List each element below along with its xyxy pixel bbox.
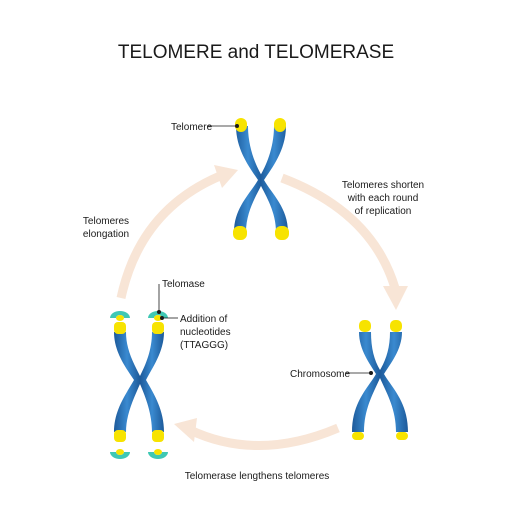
label-elongation-line: Telomeres — [83, 216, 129, 227]
label-shorten-line: with each round — [347, 193, 419, 204]
arrow-lengthen — [174, 418, 340, 450]
label-elongation-line: elongation — [83, 229, 129, 240]
telomerase-enzyme — [148, 311, 168, 321]
chromatid-left — [114, 322, 140, 442]
telomere-cap — [390, 320, 402, 332]
label-shorten: Telomeres shorten with each round of rep… — [342, 180, 424, 217]
arrow-shorten — [280, 173, 408, 310]
diagram-title: TELOMERE and TELOMERASE — [118, 42, 394, 63]
telomerase-enzyme — [148, 449, 168, 459]
label-addition: Addition of nucleotides (TTAGGG) — [180, 314, 231, 351]
label-shorten-line: Telomeres shorten — [342, 180, 424, 191]
telomere-cap — [114, 322, 126, 334]
chromosome-right — [352, 320, 408, 440]
chromatid-right — [140, 322, 164, 442]
cycle-arrows — [116, 165, 408, 450]
label-shorten-line: of replication — [355, 206, 412, 217]
telomere-cap — [152, 322, 164, 334]
telomerase-enzyme — [110, 311, 130, 321]
chromatid-left — [352, 320, 380, 440]
label-addition-line: Addition of — [180, 314, 227, 325]
telomere-cap — [396, 432, 408, 440]
telomere-cap — [152, 430, 164, 442]
chromatid-left — [233, 118, 262, 240]
telomere-cap — [352, 432, 364, 440]
arrow-elongation — [116, 165, 238, 299]
label-addition-line: nucleotides — [180, 327, 231, 338]
telomere-cap — [233, 226, 247, 240]
telomerase-enzyme — [110, 449, 130, 459]
label-addition-line: (TTAGGG) — [180, 340, 228, 351]
telomere-cap — [274, 118, 286, 132]
chromatid-right — [380, 320, 408, 440]
telomere-cap — [359, 320, 371, 332]
chromosome-left — [110, 311, 168, 459]
leader-lines — [156, 124, 373, 375]
chromosome-top — [233, 118, 289, 240]
label-telomase: Telomase — [162, 279, 205, 290]
telomere-cap — [275, 226, 289, 240]
telomere-cap — [114, 430, 126, 442]
label-chromosome: Chromosome — [290, 369, 350, 380]
chromatid-right — [260, 118, 289, 240]
label-telomere: Telomere — [171, 122, 213, 133]
telomere-cap — [235, 118, 247, 132]
label-lengthens: Telomerase lengthens telomeres — [185, 471, 330, 482]
label-elongation: Telomeres elongation — [83, 216, 129, 240]
